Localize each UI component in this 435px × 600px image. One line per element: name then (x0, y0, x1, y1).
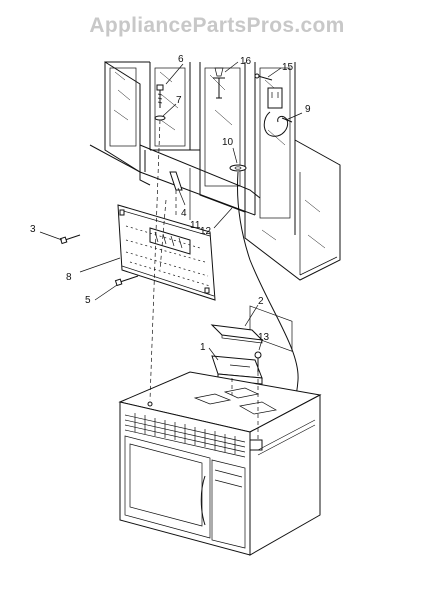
callout-10: 10 (222, 137, 234, 148)
callout-13: 13 (258, 332, 270, 343)
callout-7: 7 (176, 95, 182, 106)
watermark-text: AppliancePartsPros.com (89, 14, 344, 37)
microwave-oven (118, 371, 322, 556)
callout-3: 3 (30, 224, 36, 235)
callout-numbers: 1 2 3 4 5 6 7 8 9 10 11 12 13 15 16 (30, 54, 311, 353)
part-8-mounting-plate (117, 204, 216, 301)
callout-15: 15 (282, 62, 294, 73)
part-16-anchor (213, 67, 225, 99)
alignment-lines (149, 119, 259, 440)
part-7-washer (154, 115, 166, 121)
plate-holes (125, 225, 211, 287)
callout-1: 1 (200, 342, 206, 353)
part-4-bracket (169, 171, 183, 191)
part-2-bracket (210, 324, 264, 344)
part-6-bolt (156, 84, 164, 108)
callout-6: 6 (178, 54, 184, 65)
callout-9: 9 (305, 104, 311, 115)
callout-4: 4 (181, 208, 187, 219)
callout-2: 2 (258, 296, 264, 307)
part-3-screw (59, 234, 81, 245)
callout-8: 8 (66, 272, 72, 283)
upper-cabinets (89, 61, 341, 352)
callout-12: 12 (200, 226, 212, 237)
callout-5: 5 (85, 295, 91, 306)
part-10-grommet (229, 164, 247, 172)
part-15-screw (254, 73, 273, 81)
part-9-cord-outlet (263, 87, 293, 137)
callout-11: 11 (190, 220, 201, 231)
callout-16: 16 (240, 56, 252, 67)
part-13-screw (254, 351, 262, 372)
part-5-screw (114, 275, 139, 287)
leader-lines (39, 61, 303, 361)
